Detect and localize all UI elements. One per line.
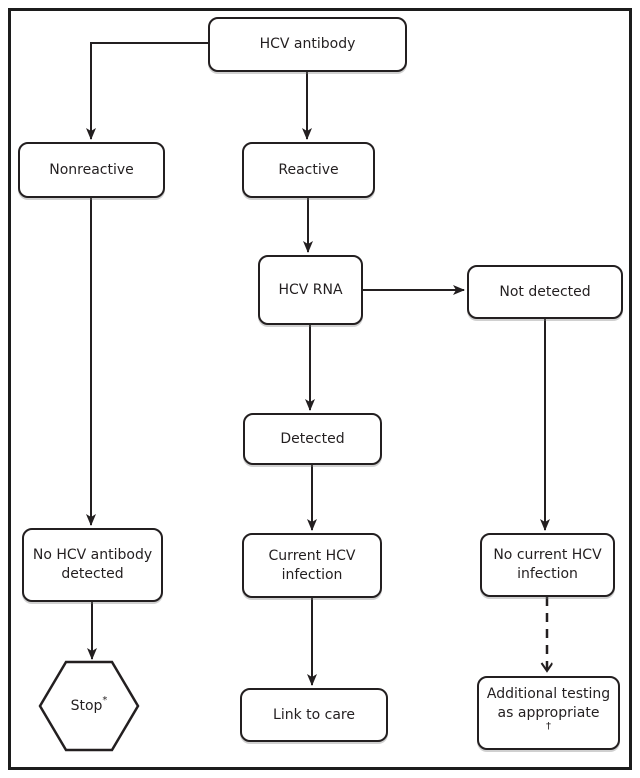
node-label-line1: No current HCV: [493, 547, 602, 563]
node-label-line2: infection: [281, 566, 343, 583]
edge-antibody-to-nonreactive: [86, 42, 208, 140]
node-label: Link to care: [273, 706, 355, 723]
node-detected: Detected: [243, 413, 382, 465]
node-label: Not detected: [499, 283, 591, 300]
node-label-line1: Additional testing: [486, 685, 611, 702]
node-current-hcv-infection: Current HCV infection: [242, 533, 382, 598]
node-label-line2: detected: [61, 566, 124, 582]
node-no-current-hcv-infection: No current HCV infection: [480, 533, 615, 597]
node-hcv-rna: HCV RNA: [258, 255, 363, 325]
node-label-line1: Current HCV: [268, 547, 356, 564]
node-stop: Stop*: [40, 662, 138, 750]
node-reactive: Reactive: [242, 142, 375, 198]
figure-border: [8, 8, 632, 770]
node-additional-testing: Additional testing as appropriate†: [477, 676, 620, 750]
node-label: Detected: [280, 430, 345, 447]
node-label: HCV RNA: [278, 281, 343, 298]
node-label-line2: as appropriate†: [497, 704, 600, 732]
node-label: HCV antibody: [259, 36, 356, 52]
node-no-hcv-antibody-detected: No HCV antibody detected: [22, 528, 163, 602]
node-label: Stop*: [70, 695, 108, 714]
node-link-to-care: Link to care: [240, 688, 388, 742]
node-label-line1: No HCV antibody: [32, 547, 153, 563]
node-label-line2: infection: [517, 566, 578, 582]
node-hcv-antibody: HCV antibody: [208, 17, 407, 72]
stop-hexagon: [38, 660, 140, 752]
node-label: Reactive: [278, 161, 339, 178]
node-label: Nonreactive: [49, 161, 134, 178]
asterisk-footnote-marker: *: [102, 695, 108, 707]
node-nonreactive: Nonreactive: [18, 142, 165, 198]
dagger-footnote-marker: †: [546, 720, 551, 732]
node-not-detected: Not detected: [467, 265, 623, 319]
